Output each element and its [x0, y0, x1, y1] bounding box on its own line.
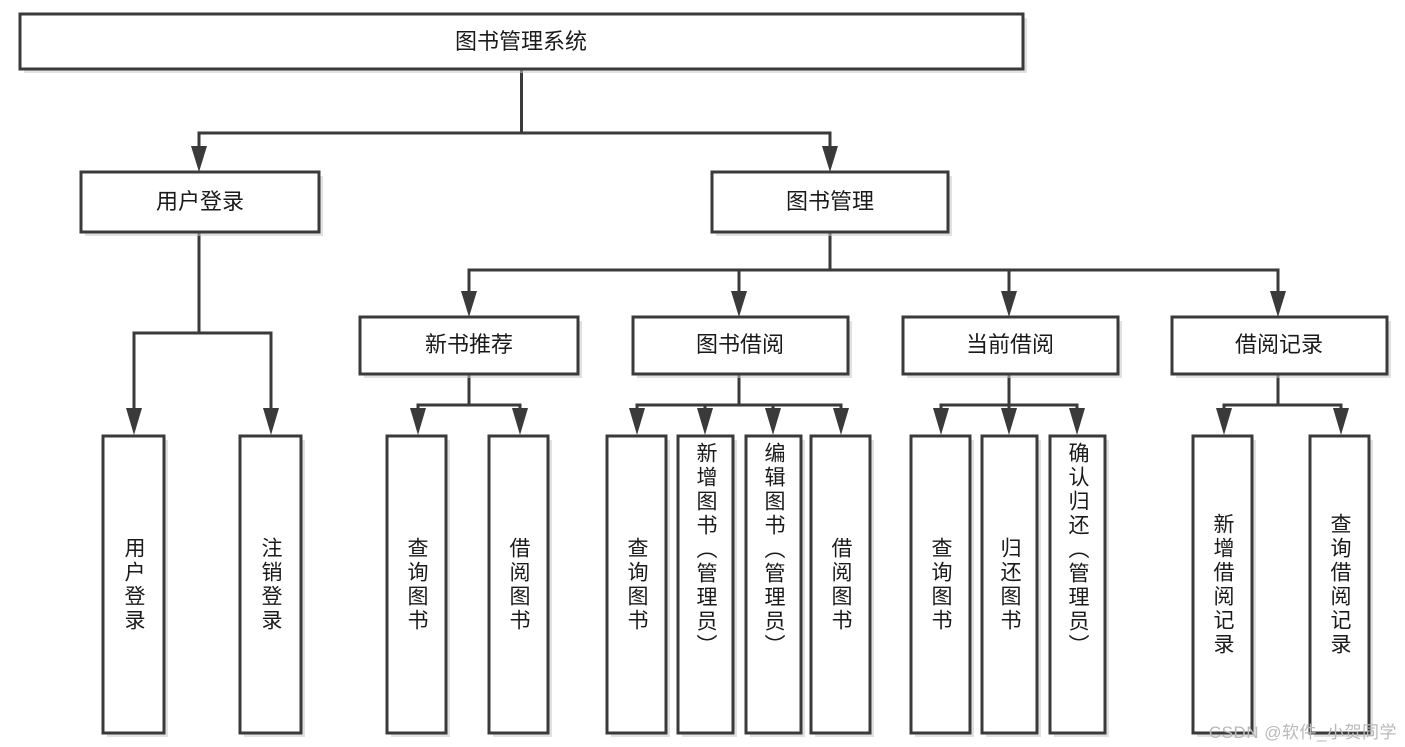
- leaf-borrow-book-1-box[interactable]: [487, 434, 550, 735]
- root-node-label: 图书管理系统: [455, 29, 587, 54]
- root-node-box[interactable]: [18, 12, 1025, 71]
- leaf-user-logout-box[interactable]: [238, 434, 303, 735]
- arrowhead-leaf-edit-book: [765, 408, 781, 435]
- arrowhead-book-manage: [822, 146, 838, 172]
- edge-group: [126, 67, 1349, 435]
- arrowhead-leaf-add-record: [1216, 408, 1232, 435]
- current-borrow-node-box[interactable]: [901, 315, 1120, 376]
- arrowhead-leaf-borrow-book-2: [833, 408, 849, 435]
- arrowhead-leaf-confirm-return: [1069, 408, 1085, 435]
- arrowhead-leaf-query-record: [1333, 408, 1349, 435]
- user-login-node-box[interactable]: [79, 170, 321, 234]
- borrow-record-node-label: 借阅记录: [1235, 332, 1323, 357]
- leaf-query-record-box[interactable]: [1308, 434, 1371, 735]
- book-manage-node-label: 图书管理: [786, 189, 874, 214]
- current-borrow-node-label: 当前借阅: [966, 332, 1054, 357]
- arrowhead-leaf-add-book: [697, 408, 713, 435]
- leaf-add-record-box[interactable]: [1191, 434, 1254, 735]
- arrowhead-leaf-user-logout: [263, 408, 279, 435]
- leaf-borrow-book-2-box[interactable]: [809, 434, 872, 735]
- arrowhead-current-borrow: [1001, 291, 1017, 317]
- arrowhead-user-login: [191, 146, 207, 172]
- leaf-query-book-1-box[interactable]: [385, 434, 448, 735]
- leaf-query-book-3-box[interactable]: [909, 434, 972, 735]
- leaf-return-book-box[interactable]: [980, 434, 1039, 735]
- arrowhead-borrow-record: [1270, 291, 1286, 317]
- arrowhead-leaf-return-book: [1001, 408, 1017, 435]
- book-borrow-node-label: 图书借阅: [696, 332, 784, 357]
- node-group: 图书管理系统 用户登录 图书管理 新书推荐 图书借阅 当前借阅 借阅记录: [18, 12, 1391, 737]
- new-book-recommend-node-label: 新书推荐: [425, 332, 513, 357]
- leaf-add-book-box[interactable]: [676, 434, 735, 735]
- arrowhead-leaf-user-login: [126, 408, 142, 435]
- leaf-query-book-2-box[interactable]: [605, 434, 668, 735]
- leaf-user-login-box[interactable]: [101, 434, 166, 735]
- borrow-record-node-box[interactable]: [1170, 315, 1389, 376]
- csdn-watermark: CSDN @软件_小贺同学: [1208, 723, 1397, 742]
- arrowhead-book-borrow: [731, 291, 747, 317]
- arrowhead-leaf-query-book-2: [629, 408, 645, 435]
- book-borrow-node-box[interactable]: [631, 315, 850, 376]
- arrowhead-leaf-borrow-book-1: [512, 408, 528, 435]
- arrowhead-leaf-query-book-3: [933, 408, 949, 435]
- leaf-edit-book-box[interactable]: [744, 434, 803, 735]
- user-login-node-label: 用户登录: [156, 189, 244, 214]
- book-manage-node-box[interactable]: [710, 170, 950, 234]
- arrowhead-new-book-recommend: [461, 291, 477, 317]
- new-book-recommend-node-box[interactable]: [358, 315, 580, 376]
- leaf-confirm-return-box[interactable]: [1048, 434, 1107, 735]
- arrowhead-leaf-query-book-1: [410, 408, 426, 435]
